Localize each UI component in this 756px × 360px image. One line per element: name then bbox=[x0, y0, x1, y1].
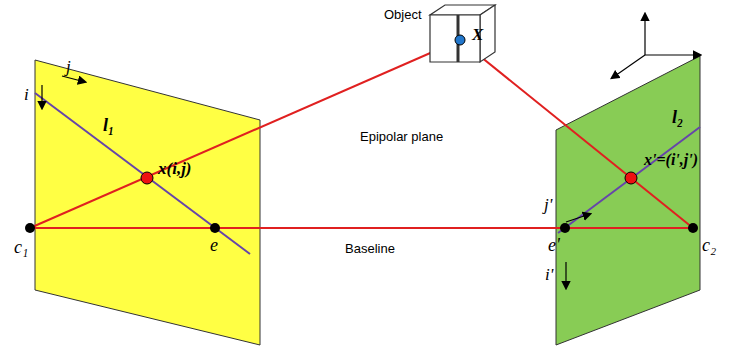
line-label: l₂ bbox=[672, 108, 683, 126]
ray-left bbox=[30, 40, 460, 228]
point-label: x'=(i',j') bbox=[644, 152, 698, 168]
baseline-label: Baseline bbox=[345, 242, 395, 255]
line-label: l₁ bbox=[103, 116, 114, 134]
axes bbox=[612, 14, 700, 78]
axis-label: j bbox=[66, 58, 71, 75]
baseline-line bbox=[30, 227, 693, 229]
point-x-prime bbox=[625, 172, 637, 184]
right-image-plane bbox=[556, 56, 700, 345]
axis-label: j' bbox=[544, 196, 552, 213]
epipole-e-prime bbox=[560, 223, 570, 233]
epipole-label: e bbox=[210, 236, 218, 254]
pixel-axes bbox=[42, 76, 590, 288]
epipole-e bbox=[210, 223, 220, 233]
object-cube bbox=[430, 5, 495, 62]
center-label: c₂ bbox=[702, 236, 716, 254]
object-label: Object bbox=[384, 8, 422, 21]
epipole-label: e' bbox=[548, 236, 560, 254]
axis-label: i bbox=[24, 86, 29, 103]
center-label: c₁ bbox=[14, 238, 28, 256]
left-image-plane bbox=[35, 60, 260, 345]
plane-label: Epipolar plane bbox=[360, 130, 443, 143]
point-x bbox=[141, 172, 153, 184]
center-c1 bbox=[25, 223, 35, 233]
center-c2 bbox=[688, 223, 698, 233]
point-label: x(i,j) bbox=[158, 160, 192, 177]
point-X bbox=[455, 35, 465, 45]
point-label: X bbox=[472, 26, 483, 43]
epipolar-line-left bbox=[35, 93, 250, 254]
axis-label: i' bbox=[545, 266, 553, 283]
ray-right bbox=[460, 40, 693, 228]
